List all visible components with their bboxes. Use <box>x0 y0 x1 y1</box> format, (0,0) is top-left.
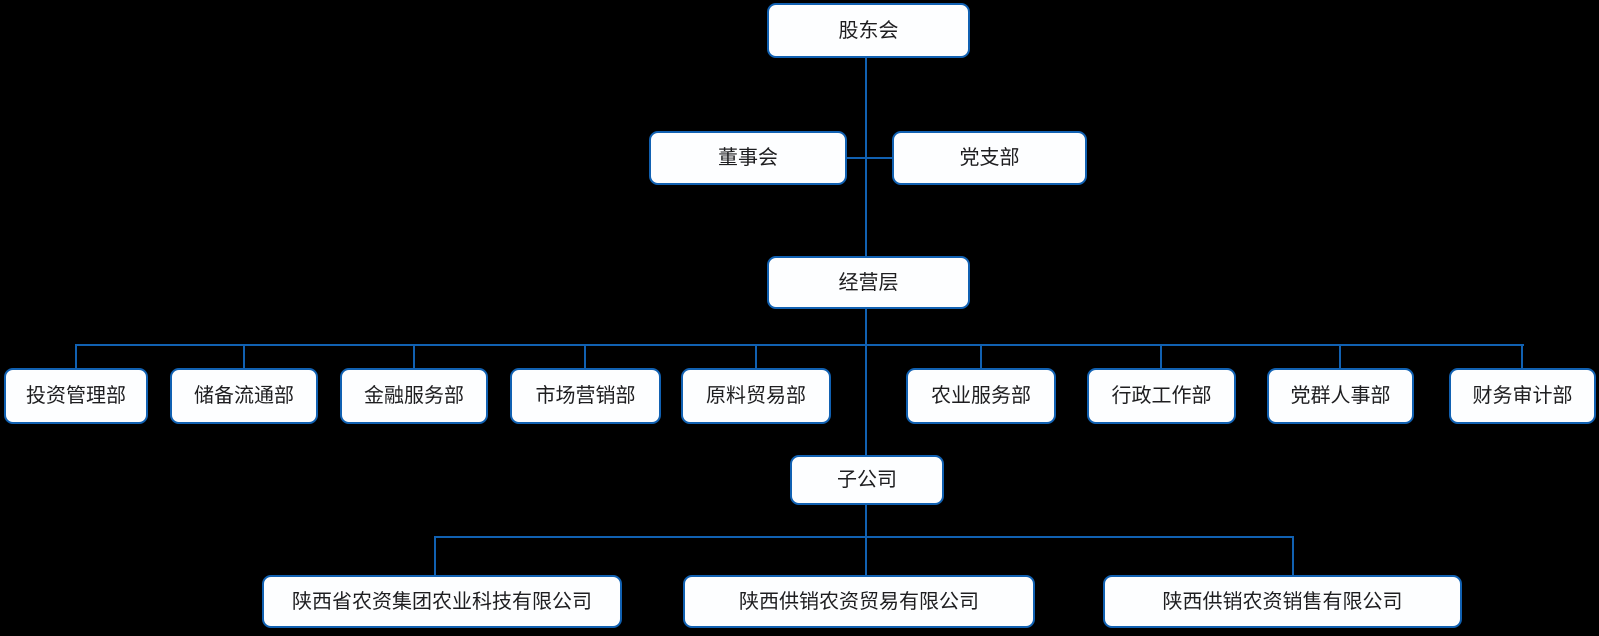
node-management-level: 经营层 <box>767 256 970 309</box>
connector-drop-subsidiary-2 <box>1292 536 1294 577</box>
node-dept-administrative-work: 行政工作部 <box>1087 368 1236 424</box>
node-dept-marketing: 市场营销部 <box>510 368 661 424</box>
node-label: 财务审计部 <box>1472 385 1573 407</box>
node-label: 党支部 <box>959 147 1020 169</box>
node-dept-investment-management: 投资管理部 <box>4 368 148 424</box>
node-dept-financial-services: 金融服务部 <box>340 368 488 424</box>
node-label: 股东会 <box>838 19 899 42</box>
node-party-branch: 党支部 <box>892 131 1087 185</box>
connector-drop-dept-6 <box>1160 344 1162 370</box>
connector-drop-dept-3 <box>584 344 586 370</box>
connector-drop-dept-2 <box>413 344 415 370</box>
connector-management-to-subsidiary-header <box>865 308 867 456</box>
node-label: 党群人事部 <box>1290 385 1391 407</box>
node-label: 金融服务部 <box>364 385 464 407</box>
node-dept-finance-audit: 财务审计部 <box>1449 368 1596 424</box>
node-shareholders-meeting: 股东会 <box>767 3 970 58</box>
connector-drop-subsidiary-0 <box>434 536 436 577</box>
node-label: 投资管理部 <box>26 385 126 407</box>
connector-drop-dept-0 <box>75 344 77 370</box>
connector-subsidiary-header-down <box>865 504 867 538</box>
node-subsidiary-agritech-company: 陕西省农资集团农业科技有限公司 <box>262 575 622 628</box>
node-label: 董事会 <box>718 147 778 169</box>
node-dept-party-personnel: 党群人事部 <box>1267 368 1414 424</box>
connector-board-party-horizontal <box>846 157 893 159</box>
node-subsidiary-trade-company: 陕西供销农资贸易有限公司 <box>683 575 1035 628</box>
node-dept-raw-material-trade: 原料贸易部 <box>681 368 831 424</box>
connector-drop-dept-7 <box>1339 344 1341 370</box>
node-subsidiaries-header: 子公司 <box>790 455 944 505</box>
connector-drop-subsidiary-1 <box>865 536 867 577</box>
node-label: 行政工作部 <box>1111 385 1212 407</box>
node-label: 陕西省农资集团农业科技有限公司 <box>292 590 592 613</box>
node-label: 子公司 <box>837 469 897 491</box>
node-label: 农业服务部 <box>931 385 1031 407</box>
node-dept-reserve-circulation: 储备流通部 <box>170 368 318 424</box>
node-label: 陕西供销农资销售有限公司 <box>1162 590 1403 613</box>
node-board-of-directors: 董事会 <box>649 131 847 185</box>
node-label: 市场营销部 <box>535 385 636 407</box>
node-label: 储备流通部 <box>194 385 294 407</box>
node-label: 经营层 <box>838 271 899 294</box>
node-dept-agricultural-services: 农业服务部 <box>906 368 1056 424</box>
connector-subsidiary-bus <box>434 536 1294 538</box>
connector-drop-dept-4 <box>755 344 757 370</box>
connector-drop-dept-8 <box>1521 344 1523 370</box>
connector-department-bus <box>75 344 1524 346</box>
connector-drop-dept-1 <box>243 344 245 370</box>
connector-drop-dept-5 <box>980 344 982 370</box>
node-label: 原料贸易部 <box>706 385 806 407</box>
node-label: 陕西供销农资贸易有限公司 <box>739 590 979 613</box>
node-subsidiary-sales-company: 陕西供销农资销售有限公司 <box>1103 575 1462 628</box>
